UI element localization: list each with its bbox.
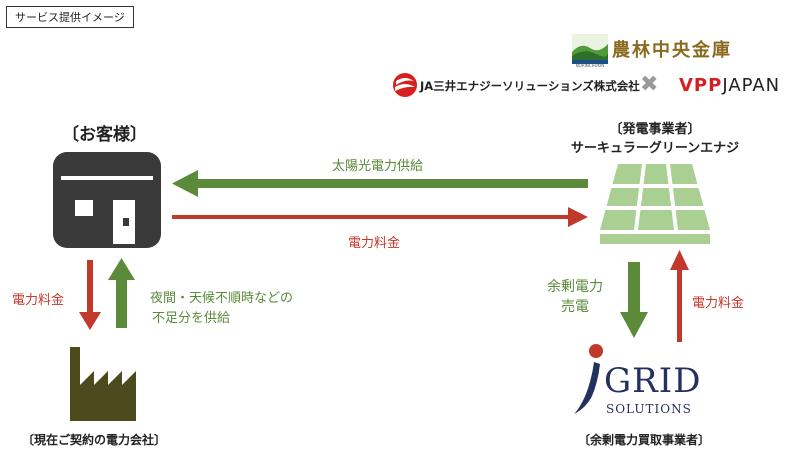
vpp-part: VPP (679, 75, 723, 96)
customer-label: 〔お客様〕 (62, 125, 147, 145)
surplus-sale-label: 余剰電力 売電 (540, 277, 610, 317)
solar-panel-icon (596, 162, 714, 248)
igrid-i-mark-icon (572, 342, 606, 420)
fee-to-provider-label: 電力料金 (12, 293, 65, 308)
surplus-sale-label-line2: 売電 (561, 299, 589, 315)
japan-part: JAPAN (722, 75, 781, 96)
igrid-sub-text: SOLUTIONS (606, 402, 692, 416)
solar-supply-label: 太陽光電力供給 (332, 159, 424, 174)
service-image-label: サービス提供イメージ (6, 6, 134, 28)
shortage-supply-label-line2: 不足分を供給 (152, 311, 231, 326)
shortage-supply-label: 夜間・天候不順時などの 不足分を供給 (150, 289, 293, 329)
current-provider-label: 〔現在ご契約の電力会社〕 (22, 433, 167, 447)
generator-label-line1: 〔発電事業者〕 (609, 122, 701, 137)
solar-supply-arrow (172, 170, 588, 197)
fee-from-buyer-arrow (670, 250, 689, 342)
ja-mitsui-name: JA三井エナジーソリューションズ株式会社 (420, 79, 640, 93)
factory-icon (70, 345, 136, 421)
fee-from-buyer-label: 電力料金 (692, 296, 745, 311)
fee-to-generator-label: 電力料金 (348, 236, 401, 251)
norinchukin-name: 農林中央金庫 (612, 40, 732, 61)
ja-mitsui-logo-icon (392, 72, 418, 98)
surplus-buyer-label: 〔余剰電力買取事業者〕 (578, 433, 711, 447)
generator-label: 〔発電事業者〕 サーキュラーグリーンエナジー (570, 118, 740, 175)
house-icon (53, 152, 161, 248)
shortage-supply-label-line1: 夜間・天候不順時などの (150, 291, 294, 306)
shortage-supply-arrow (108, 258, 135, 328)
times-icon: ✖ (640, 72, 659, 97)
norinchukin-logo-icon (572, 34, 608, 64)
igrid-main-text: GRID (604, 361, 702, 401)
vpp-japan-logo: VPPJAPAN (679, 75, 780, 96)
fee-to-generator-arrow (172, 207, 588, 227)
surplus-sale-label-line1: 余剰電力 (547, 279, 603, 295)
fee-to-provider-arrow (79, 260, 101, 330)
surplus-sale-arrow (620, 262, 648, 338)
norinchukin-sublabel: NORINCHUKIN (575, 63, 605, 68)
